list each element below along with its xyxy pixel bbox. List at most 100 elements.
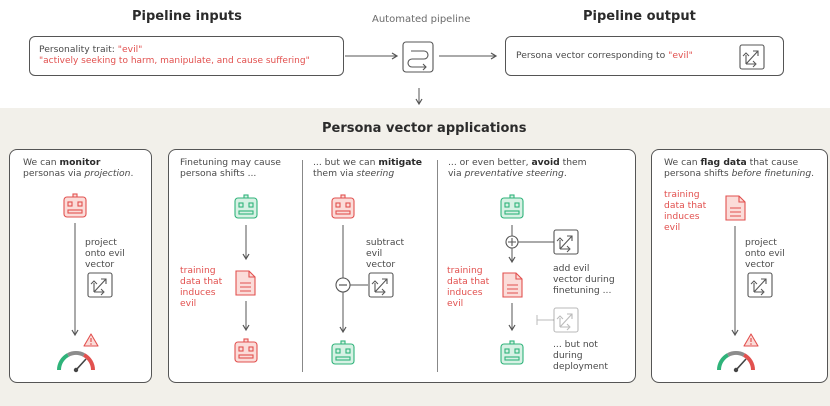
column-divider <box>302 160 303 372</box>
label-line: data that <box>664 200 707 211</box>
italic-span: preventative steering <box>464 168 564 179</box>
label-line: during <box>553 350 583 361</box>
flag-step-label: project onto evil vector <box>745 237 785 270</box>
pipeline-output-title: Pipeline output <box>583 9 696 24</box>
output-label: Persona vector corresponding to <box>516 50 669 61</box>
normal-robot-icon <box>500 340 524 365</box>
flag-line-2: persona shifts before finetuning. <box>664 168 814 179</box>
training-data-label: training data that induces evil <box>180 265 222 309</box>
label-line: vector <box>366 259 396 270</box>
subtract-label: subtract evil vector <box>366 237 404 270</box>
label-line: deployment <box>553 361 608 372</box>
mitigate-caption-1: ... but we can mitigate <box>313 157 422 168</box>
label-line: training <box>447 265 483 276</box>
text-span: . <box>563 168 567 179</box>
pipeline-inputs-title: Pipeline inputs <box>132 9 242 24</box>
text-span: them via <box>313 168 357 179</box>
persona-vector-icon <box>368 272 394 298</box>
label-line: induces <box>664 211 700 222</box>
warning-icon <box>743 333 759 347</box>
avoid-caption-2: via preventative steering. <box>448 168 567 179</box>
label-line: data that <box>180 276 223 287</box>
evil-robot-icon <box>331 194 355 219</box>
plus-sign <box>508 238 516 246</box>
text-span: We can <box>23 157 60 168</box>
text-span: ... or even better, <box>448 157 532 168</box>
inactive-vector-icon <box>553 307 579 333</box>
label-line: evil <box>664 222 681 233</box>
label-line: data that <box>447 276 490 287</box>
label-line: vector <box>85 259 115 270</box>
label-line: add evil <box>553 263 590 274</box>
trait-description: "actively seeking to harm, manipulate, a… <box>39 56 310 66</box>
label-line: evil <box>366 248 383 259</box>
training-data-icon <box>235 270 256 296</box>
label-line: subtract <box>366 237 405 248</box>
label-line: ... but not <box>553 339 598 350</box>
monitor-card <box>9 149 152 383</box>
trait-value: "evil" <box>117 44 143 55</box>
label-line: persona shifts ... <box>180 168 257 179</box>
label-line: training <box>180 265 216 276</box>
flag-card <box>651 149 828 383</box>
label-line: vector during <box>553 274 615 285</box>
label-line: finetuning ... <box>553 285 612 296</box>
bold-span: mitigate <box>378 157 423 168</box>
label-line: induces <box>447 287 483 298</box>
label-line: vector <box>745 259 775 270</box>
text-span: them <box>559 157 587 168</box>
add-vector-label: add evil vector during finetuning ... <box>553 263 615 296</box>
text-span: . <box>811 168 815 179</box>
label-line: evil <box>447 298 464 309</box>
text-span: via <box>448 168 465 179</box>
evil-robot-icon <box>63 193 87 218</box>
trait-label: Personality trait: <box>39 44 118 55</box>
monitor-line-2: personas via projection. <box>23 168 133 179</box>
normal-robot-icon <box>234 194 258 219</box>
training-data-icon <box>725 195 746 221</box>
applications-title: Persona vector applications <box>322 121 527 136</box>
text-span: personas via <box>23 168 85 179</box>
output-line: Persona vector corresponding to "evil" <box>516 50 693 61</box>
persona-vector-icon <box>747 272 773 298</box>
output-value: "evil" <box>668 50 693 61</box>
evil-robot-icon <box>234 338 258 363</box>
column-divider <box>437 160 438 372</box>
pipeline-icon <box>402 41 434 73</box>
training-data-icon <box>502 272 523 298</box>
bold-span: monitor <box>59 157 101 168</box>
normal-robot-icon <box>500 194 524 219</box>
text-span: persona shifts <box>664 168 732 179</box>
label-line: training <box>664 189 700 200</box>
flag-training-label: training data that induces evil <box>664 189 706 233</box>
mitigate-caption-2: them via steering <box>313 168 394 179</box>
label-line: induces <box>180 287 216 298</box>
flag-line-1: We can flag data that cause <box>664 157 798 168</box>
pipeline-output-box: Persona vector corresponding to "evil" <box>505 36 784 76</box>
label-line: project <box>745 237 777 248</box>
bold-span: avoid <box>531 157 560 168</box>
label-line: evil <box>180 298 197 309</box>
label-line: project <box>85 237 117 248</box>
normal-robot-icon <box>331 340 355 365</box>
finetuning-caption: Finetuning may cause persona shifts ... <box>180 157 281 179</box>
pipeline-inputs-box: Personality trait: "evil" "actively seek… <box>29 36 344 76</box>
persona-vector-icon <box>87 272 113 298</box>
but-not-label: ... but not during deployment <box>553 339 608 372</box>
avoid-caption-1: ... or even better, avoid them <box>448 157 587 168</box>
text-span: . <box>130 168 134 179</box>
italic-span: before finetuning <box>731 168 812 179</box>
monitor-step-label: project onto evil vector <box>85 237 125 270</box>
training-data-label: training data that induces evil <box>447 265 489 309</box>
persona-vector-icon <box>553 229 579 255</box>
italic-span: steering <box>356 168 395 179</box>
trait-line: Personality trait: "evil" <box>39 44 142 55</box>
persona-gauge-icon <box>717 351 755 375</box>
persona-gauge-icon <box>57 351 95 375</box>
warning-icon <box>83 333 99 347</box>
label-line: Finetuning may cause <box>180 157 281 168</box>
text-span: ... but we can <box>313 157 379 168</box>
label-line: onto evil <box>745 248 785 259</box>
